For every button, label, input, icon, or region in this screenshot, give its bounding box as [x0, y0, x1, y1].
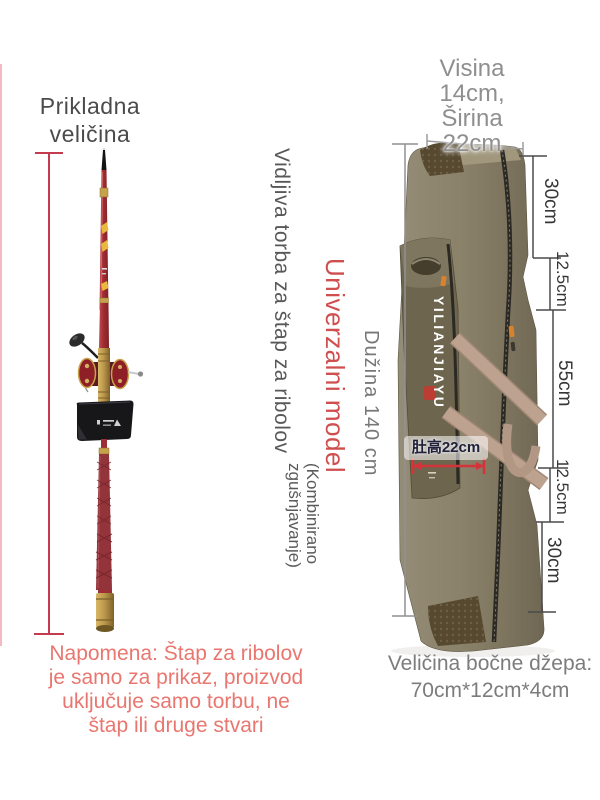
rod-accessory-box [76, 400, 134, 441]
rod-bag-photo: YILIANJIAYU [391, 142, 555, 657]
condensed-note-label: (Kombinirano zgušnjavanje) [285, 463, 322, 568]
disclaimer-line1: Napomena: Štap za ribolov [49, 642, 303, 665]
side-pocket-size-line2: 70cm*12cm*4cm [410, 679, 570, 702]
measure-label-30cm-bottom: 30cm [543, 537, 564, 584]
measure-label-55cm: 55cm [554, 360, 575, 407]
belly-height-label: 肚高22cm [404, 436, 488, 460]
disclaimer-line2: je samo za prikaz, proizvod [48, 666, 304, 689]
visible-bag-label: Vidljiva torba za štap za ribolov [270, 148, 293, 454]
side-pocket-size-line1: Veličina bočne džepa: [387, 652, 593, 675]
measure-label-12-5cm-lower: 12.5cm [553, 459, 572, 515]
bag-size-line3: Širina [441, 105, 503, 132]
bag-main-zipper [491, 149, 516, 643]
disclaimer-note: Napomena: Štap za ribolov je samo za pri… [12, 642, 340, 738]
rod-upper-section [99, 170, 109, 348]
suitable-size-title-line1: Prikladna [39, 93, 141, 119]
condensed-note-line1: (Kombinirano [303, 463, 322, 565]
disclaimer-line3: uključuje samo torbu, ne [62, 690, 290, 713]
suitable-size-title: Prikladna veličina [15, 92, 165, 148]
side-pocket-size-label: Veličina bočne džepa: 70cm*12cm*4cm [372, 650, 600, 704]
disclaimer-line4: štap ili druge stvari [88, 714, 264, 737]
bag-length-label: Dužina 140 cm [360, 330, 382, 477]
rod-grip-section [95, 439, 114, 632]
measure-label-12-5cm-upper: 12.5cm [553, 251, 572, 307]
fishing-reel [69, 333, 144, 405]
suitable-size-title-line2: veličina [49, 121, 131, 147]
bag-size-label: Visina 14cm, Širina 22cm [408, 56, 536, 156]
measure-label-30cm-top: 30cm [540, 178, 561, 225]
universal-model-label: Univerzalni model [320, 258, 350, 474]
condensed-note-line2: zgušnjavanje) [285, 463, 304, 568]
bag-carry-straps [441, 332, 549, 491]
fishing-rod-photo [69, 147, 144, 632]
bag-size-line1: Visina [439, 55, 505, 82]
bag-size-line4: 22cm [442, 130, 502, 157]
bag-size-line2: 14cm, [439, 80, 505, 107]
rod-tip [101, 147, 107, 170]
bag-brand-text: YILIANJIAYU [431, 296, 447, 409]
